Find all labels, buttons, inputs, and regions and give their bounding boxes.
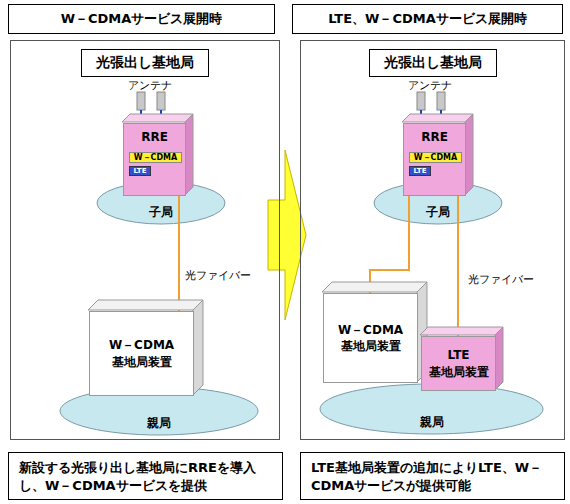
ellipse-shape: [60, 387, 258, 435]
site-panel: 光張出し基地局 RRE W－CDMA LTE 子局 W－CDMA 基地局装置 LTE 基地局…: [300, 40, 565, 440]
cube-side: [495, 327, 503, 390]
annotation-label: 光ファイバー: [468, 272, 534, 287]
cube-top: [122, 114, 193, 122]
cube-top: [402, 114, 473, 122]
cube-top: [88, 300, 203, 310]
base-station-box: W－CDMA 基地局装置: [323, 293, 418, 383]
node-text: LTE基地局装置の追加によりLTE、W－CDMAサービスが提供可能: [311, 459, 554, 495]
node-text: RRE: [124, 130, 185, 144]
optical-fiber: [178, 196, 180, 311]
node-text: 親局: [147, 415, 171, 432]
base-station-box: W－CDMA 基地局装置: [89, 311, 194, 396]
ellipse-shape: [320, 384, 543, 434]
node-text: LTE: [410, 167, 430, 175]
node-text: 子局: [149, 204, 173, 221]
optical-fiber: [457, 196, 459, 336]
node-text: W－CDMA 基地局装置: [94, 337, 189, 369]
annotation-label: アンテナ: [128, 78, 172, 93]
cube-side: [465, 114, 473, 195]
caption-box: LTE基地局装置の追加によりLTE、W－CDMAサービスが提供可能: [300, 452, 565, 500]
caption-box: 新設する光張り出し基地局にRREを導入し、W－CDMAサービスを提供: [8, 452, 283, 500]
cube-side: [185, 114, 193, 195]
node-text: W－CDMA: [410, 153, 461, 162]
rre-unit: RRE W－CDMA LTE: [403, 123, 466, 196]
band-label: W－CDMA: [129, 152, 182, 163]
antenna-element: [157, 92, 165, 110]
node-text: W－CDMAサービス展開時: [61, 10, 223, 28]
panel-heading: 光張出し基地局: [81, 49, 209, 77]
node-text: LTE: [130, 167, 150, 175]
node-text: 親局: [420, 414, 444, 431]
section-header: W－CDMAサービス展開時: [8, 4, 275, 34]
antenna-left: [137, 92, 165, 117]
cube-side: [193, 300, 203, 395]
rre-unit: RRE W－CDMA LTE: [123, 123, 186, 196]
annotation-label: 光ファイバー: [185, 268, 251, 283]
node-text: 新設する光張り出し基地局にRREを導入し、W－CDMAサービスを提供: [19, 459, 272, 495]
ellipse-shape: [374, 182, 502, 224]
annotation-label: アンテナ: [408, 78, 452, 93]
antenna-right: [417, 92, 445, 117]
node-text: LTE、W－CDMAサービス展開時: [328, 10, 527, 28]
panel-heading: 光張出し基地局: [369, 49, 497, 77]
cube-top: [420, 327, 503, 335]
node-text: W－CDMA 基地局装置: [328, 322, 413, 354]
node-text: 子局: [426, 204, 450, 221]
band-label: LTE: [409, 166, 431, 176]
band-label: W－CDMA: [409, 152, 462, 163]
antenna-element: [417, 92, 425, 110]
cube-top: [322, 282, 427, 292]
node-text: W－CDMA: [130, 153, 181, 162]
node-text: LTE 基地局装置: [426, 347, 491, 379]
band-label: LTE: [129, 166, 151, 176]
antenna-element: [437, 92, 445, 110]
ellipse-shape: [97, 182, 225, 224]
base-station-box: LTE 基地局装置: [421, 336, 496, 391]
section-header: LTE、W－CDMAサービス展開時: [292, 4, 563, 34]
antenna-element: [137, 92, 145, 110]
node-text: RRE: [404, 130, 465, 144]
